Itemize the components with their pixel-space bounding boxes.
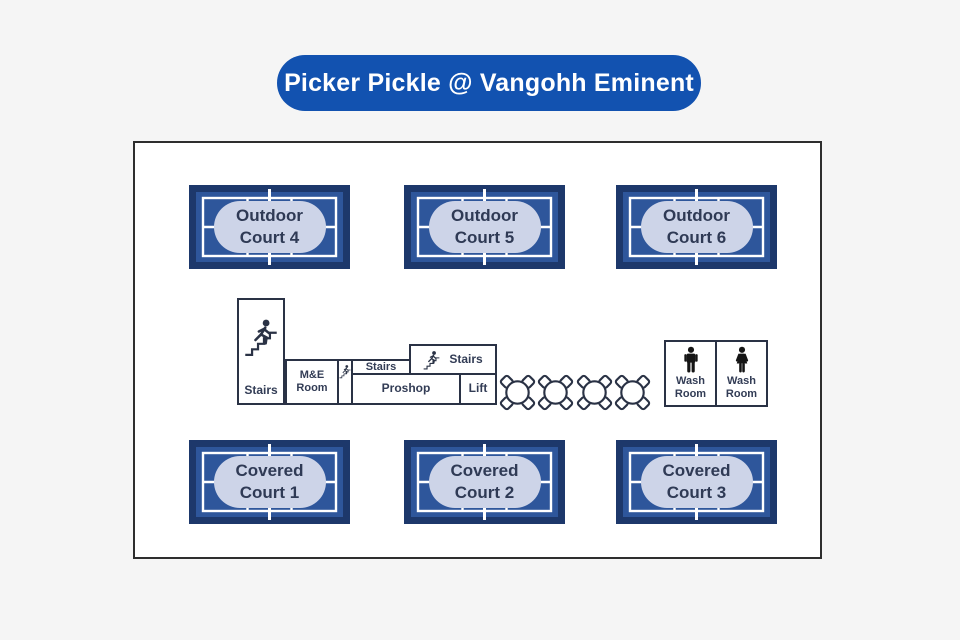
- stairs-room-main: Stairs: [237, 298, 285, 405]
- court-label-line1: Outdoor: [662, 205, 731, 225]
- court-label-line1: Covered: [235, 460, 304, 480]
- facility-map: Outdoor Court 4 Outdoor Court 5: [133, 141, 822, 559]
- male-icon: [683, 346, 698, 373]
- court-label-pill: Outdoor Court 4: [213, 201, 326, 253]
- me-room-label-line1: M&E: [299, 369, 325, 382]
- title-banner: Picker Pickle @ Vangohh Eminent: [277, 55, 701, 111]
- court-label-line2: Court 2: [454, 483, 515, 502]
- stairs-main-label: Stairs: [244, 383, 278, 398]
- me-room: M&E Room: [285, 359, 339, 405]
- court-covered-2: Covered Court 2: [404, 440, 565, 524]
- table-with-chairs: [537, 374, 574, 411]
- round-table-icon: [576, 374, 613, 411]
- court-label-pill: Covered Court 3: [640, 456, 753, 508]
- court-outdoor-6: Outdoor Court 6: [616, 185, 777, 269]
- court-label-line2: Court 6: [666, 228, 727, 247]
- court-label-line1: Covered: [662, 460, 731, 480]
- court-label-pill: Covered Court 1: [213, 456, 326, 508]
- lift: Lift: [459, 373, 497, 405]
- stairs-upper-label: Stairs: [449, 351, 483, 366]
- stairs-room-upper: Stairs: [409, 344, 497, 375]
- court-label-line1: Outdoor: [450, 205, 519, 225]
- stairs-up-icon: [245, 319, 277, 356]
- table-with-chairs: [614, 374, 651, 411]
- court-label-line2: Court 3: [666, 483, 727, 502]
- table-with-chairs: [499, 374, 536, 411]
- table-with-chairs: [576, 374, 613, 411]
- court-covered-1: Covered Court 1: [189, 440, 350, 524]
- court-covered-3: Covered Court 3: [616, 440, 777, 524]
- stairs-up-icon: [339, 365, 351, 379]
- court-label-line1: Covered: [450, 460, 519, 480]
- lift-label: Lift: [468, 381, 488, 396]
- court-label-pill: Outdoor Court 6: [640, 201, 753, 253]
- female-icon: [735, 346, 748, 373]
- round-table-icon: [614, 374, 651, 411]
- court-label-line2: Court 4: [239, 228, 300, 247]
- court-label-pill: Covered Court 2: [428, 456, 541, 508]
- washroom-male-label-line1: Wash: [676, 375, 705, 387]
- proshop: Proshop: [351, 373, 461, 405]
- court-label-line2: Court 1: [239, 483, 300, 502]
- court-outdoor-4: Outdoor Court 4: [189, 185, 350, 269]
- court-label-line2: Court 5: [454, 228, 515, 247]
- stairs-up-icon: [423, 350, 440, 369]
- court-outdoor-5: Outdoor Court 5: [404, 185, 565, 269]
- washroom-female-label-line1: Wash: [727, 375, 756, 387]
- round-table-icon: [537, 374, 574, 411]
- me-room-label-line2: Room: [296, 382, 328, 394]
- washroom-male: Wash Room: [664, 340, 717, 407]
- washroom-male-label-line2: Room: [674, 387, 707, 400]
- stairs-small-label: Stairs: [365, 360, 397, 373]
- round-table-icon: [499, 374, 536, 411]
- stairs-room-small: Stairs: [351, 359, 411, 375]
- court-label-pill: Outdoor Court 5: [428, 201, 541, 253]
- page-title: Picker Pickle @ Vangohh Eminent: [284, 68, 694, 97]
- court-label-line1: Outdoor: [235, 205, 304, 225]
- washroom-female: Wash Room: [715, 340, 768, 407]
- proshop-label: Proshop: [381, 381, 431, 396]
- washroom-female-label-line2: Room: [725, 387, 758, 400]
